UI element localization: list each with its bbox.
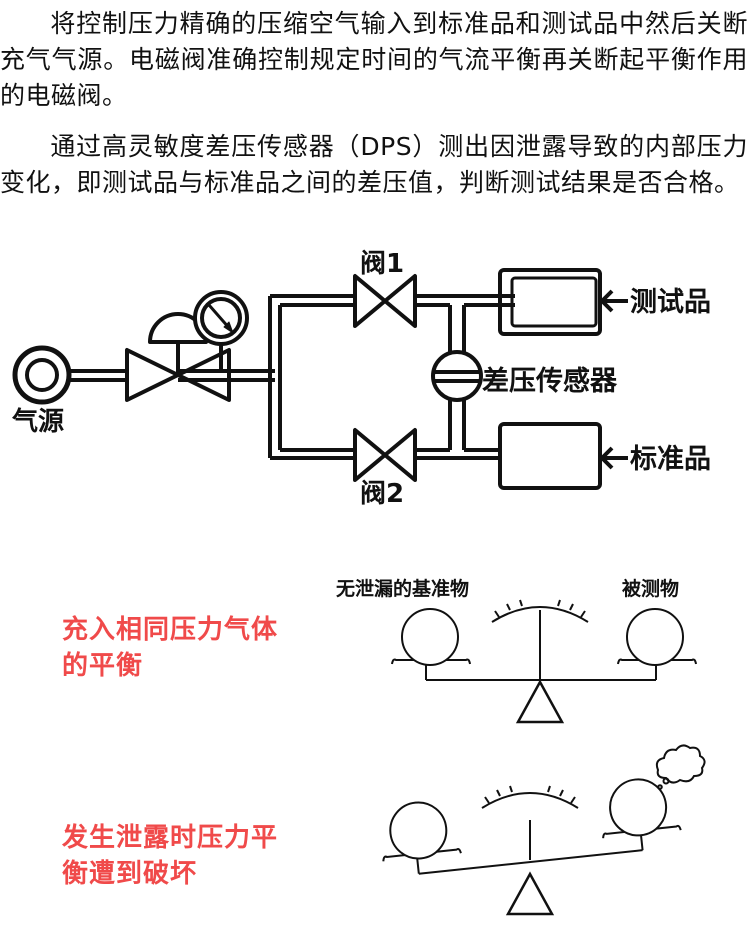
test-object-label: 被测物: [622, 577, 679, 600]
valve-2-symbol: [353, 428, 417, 482]
valve-1-symbol: [353, 274, 417, 328]
air-source-label: 气源: [11, 406, 64, 437]
leak-cloud-icon: [655, 744, 706, 784]
test-item-label: 测试品: [630, 287, 711, 318]
reference-object-label: 无泄漏的基准物: [336, 577, 469, 600]
standard-item-label: 标准品: [630, 444, 711, 475]
dps-label: 差压传感器: [482, 365, 618, 397]
test-sphere: [626, 608, 684, 666]
test-item-container: [498, 268, 628, 336]
standard-item-container: [498, 422, 628, 490]
valve-2-label: 阀2: [360, 479, 404, 509]
leak-caption: 发生泄露时压力平 衡遭到破坏: [62, 823, 279, 889]
balance-scale-level: [391, 599, 697, 724]
intro-paragraph-2: 通过高灵敏度差压传感器（DPS）测出因泄露导致的内部压力变化，即测试品与标准品之…: [0, 132, 748, 197]
pressure-gauge-symbol: [193, 290, 249, 371]
differential-pressure-sensor-symbol: [431, 350, 483, 402]
balanced-caption: 充入相同压力气体 的平衡: [62, 615, 279, 681]
intro-paragraph-1: 将控制压力精确的压缩空气输入到标准品和测试品中然后关断充气气源。电磁阀准确控制规…: [0, 9, 748, 110]
air-source-symbol: [12, 345, 72, 405]
valve-1-label: 阀1: [360, 249, 404, 279]
reference-sphere: [401, 608, 459, 666]
balance-scale-tilted: [382, 744, 706, 916]
